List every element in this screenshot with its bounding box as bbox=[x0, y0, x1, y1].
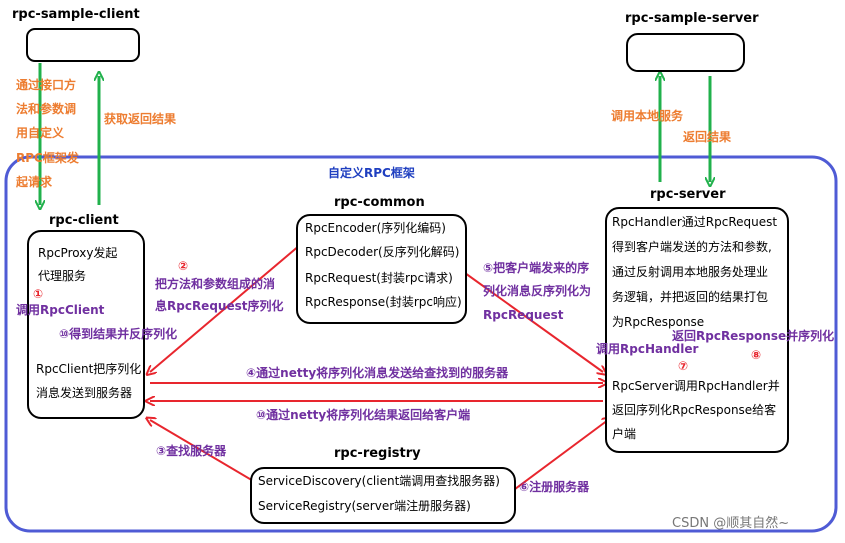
arrow-step5 bbox=[457, 267, 603, 372]
rpc-registry-title: rpc-registry bbox=[334, 446, 421, 461]
server-line3: 通过反射调用本地服务处理业 bbox=[612, 265, 769, 279]
rpc-client-title: rpc-client bbox=[49, 213, 119, 228]
common-line2: RpcDecoder(反序列化解码) bbox=[305, 245, 460, 259]
server-line4: 务逻辑，并把返回的结果打包 bbox=[612, 290, 769, 304]
label-call-custom-e: 起请求 bbox=[16, 175, 53, 189]
sample-server-box bbox=[626, 33, 745, 72]
sample-client-title: rpc-sample-client bbox=[12, 7, 140, 22]
server-line7: 返回序列化RpcResponse给客 bbox=[612, 403, 777, 417]
step10a-label: ⑩得到结果并反序列化 bbox=[59, 327, 178, 341]
sample-client-box bbox=[26, 28, 140, 62]
label-call-custom-b: 法和参数调 bbox=[16, 102, 77, 116]
arrow-step2 bbox=[150, 244, 301, 372]
client-line4: 消息发送到服务器 bbox=[36, 386, 133, 400]
label-call-custom-c: 用自定义 bbox=[16, 126, 65, 140]
label-call-custom-a: 通过接口方 bbox=[16, 78, 77, 92]
rpc-server-title: rpc-server bbox=[650, 187, 726, 202]
framework-label: 自定义RPC框架 bbox=[328, 166, 415, 180]
rpc-server-box bbox=[605, 207, 789, 453]
step1-number: ① bbox=[33, 287, 44, 301]
step1-label: 调用RpcClient bbox=[16, 303, 105, 317]
server-line8: 户端 bbox=[612, 427, 637, 441]
step3-label: ③查找服务器 bbox=[156, 444, 227, 458]
server-line2: 得到客户端发送的方法和参数, bbox=[612, 240, 772, 254]
server-line1: RpcHandler通过RpcRequest bbox=[612, 215, 778, 229]
step7-number: ⑦ bbox=[678, 359, 689, 373]
step4-label: ④通过netty将序列化消息发送给查找到的服务器 bbox=[246, 366, 509, 380]
server-line5: 为RpcResponse bbox=[612, 315, 705, 329]
label-call-custom-d: RPC框架发 bbox=[16, 151, 79, 165]
registry-line2: ServiceRegistry(server端注册服务器) bbox=[258, 499, 471, 513]
step10b-label: ⑩通过netty将序列化结果返回给客户端 bbox=[256, 408, 471, 422]
client-line2: 代理服务 bbox=[38, 269, 87, 283]
step5-line1: ⑤把客户端发来的序 bbox=[483, 261, 590, 275]
label-get-result: 获取返回结果 bbox=[104, 112, 177, 126]
client-line1: RpcProxy发起 bbox=[38, 246, 118, 260]
rpc-common-title: rpc-common bbox=[334, 195, 425, 210]
arrow-step3 bbox=[150, 420, 256, 483]
sample-server-title: rpc-sample-server bbox=[625, 11, 759, 26]
step7-label: 调用RpcHandler bbox=[596, 342, 699, 356]
rpc-registry-box bbox=[250, 467, 516, 524]
common-line3: RpcRequest(封装rpc请求) bbox=[305, 271, 453, 285]
registry-line1: ServiceDiscovery(client端调用查找服务器) bbox=[258, 474, 500, 488]
common-line4: RpcResponse(封装rpc响应) bbox=[305, 295, 462, 309]
watermark: CSDN @顺其自然~ bbox=[672, 516, 790, 531]
common-line1: RpcEncoder(序列化编码) bbox=[305, 221, 446, 235]
step5-line3: RpcRequest bbox=[483, 308, 564, 322]
step8-number: ⑧ bbox=[751, 348, 762, 362]
client-line3: RpcClient把序列化 bbox=[36, 362, 142, 376]
step8-label: 返回RpcResponse并序列化 bbox=[672, 329, 835, 343]
step6-label: ⑥注册服务器 bbox=[519, 480, 590, 494]
step5-line2: 列化消息反序列化为 bbox=[483, 284, 592, 298]
rpc-common-box bbox=[296, 214, 467, 324]
server-line6: RpcServer调用RpcHandler并 bbox=[612, 379, 780, 393]
rpc-client-box bbox=[27, 230, 145, 419]
framework-frame bbox=[4, 155, 838, 533]
label-return-result: 返回结果 bbox=[683, 130, 732, 144]
step2-number: ② bbox=[178, 259, 189, 273]
label-call-local: 调用本地服务 bbox=[611, 109, 684, 123]
step2-line2: 息RpcRequest序列化 bbox=[155, 299, 284, 313]
step2-line1: 把方法和参数组成的消 bbox=[155, 277, 276, 291]
